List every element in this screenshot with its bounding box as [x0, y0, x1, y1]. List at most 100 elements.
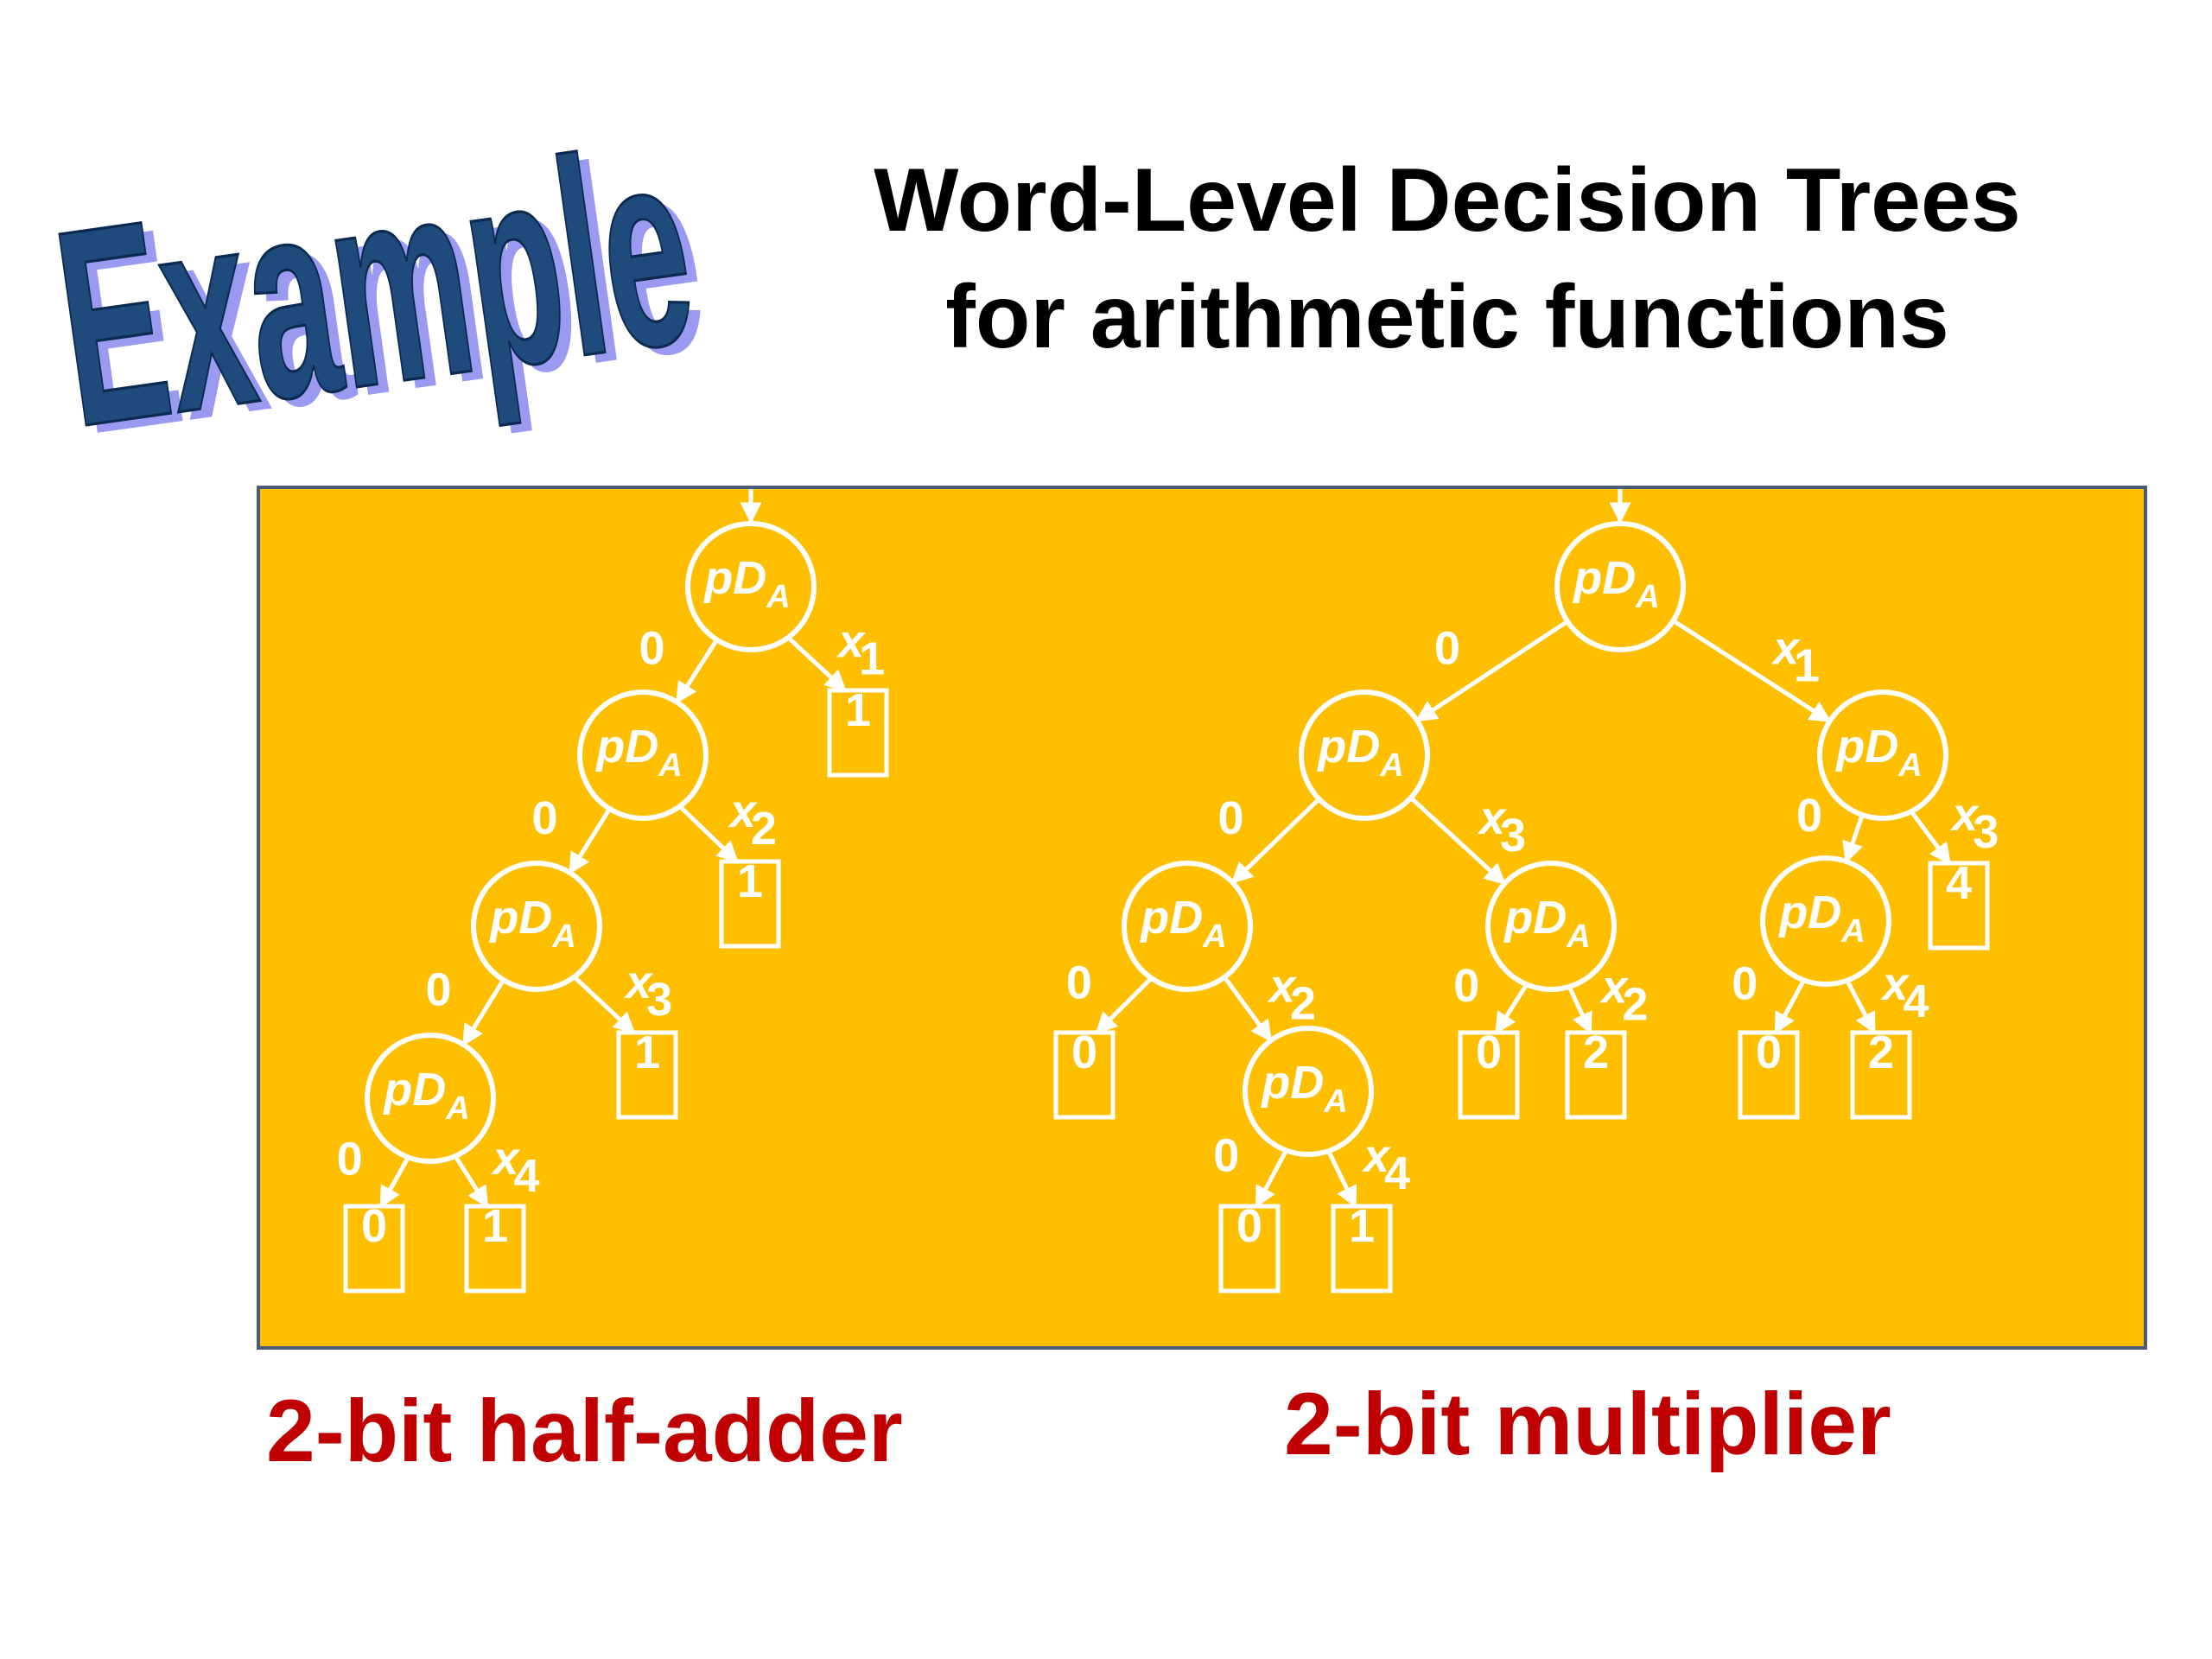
edge-label-zero: 0 — [1434, 623, 1460, 675]
edge-label-variable: x1 — [836, 615, 885, 684]
leaf-value: 4 — [1946, 857, 1972, 909]
edge-label-variable: x1 — [1770, 623, 1820, 692]
example-badge: Example Example — [48, 91, 721, 436]
tree-edge — [461, 978, 505, 1047]
leaf-value: 1 — [737, 855, 763, 907]
edge-label-variable: x2 — [1267, 961, 1316, 1030]
tree-edge — [1223, 976, 1273, 1043]
edge-label-variable: x3 — [1477, 792, 1526, 861]
decision-node: pDA — [1299, 690, 1430, 821]
terminal-leaf: 1 — [464, 1200, 526, 1294]
terminal-leaf: 0 — [343, 1200, 405, 1294]
edge-label-variable: x3 — [623, 957, 672, 1026]
terminal-leaf: 0 — [1738, 1027, 1800, 1120]
node-label: pDA — [1260, 1057, 1347, 1120]
tree-edge — [1773, 979, 1806, 1035]
leaf-value: 2 — [1583, 1027, 1609, 1078]
tree-edge — [568, 807, 612, 875]
terminal-leaf: 1 — [827, 684, 889, 778]
tree-edge — [572, 975, 636, 1034]
tree-edge — [1230, 797, 1321, 885]
decision-node: pDA — [1554, 521, 1686, 652]
edge-label-zero: 0 — [531, 792, 557, 844]
edge-label-variable: x4 — [1879, 958, 1929, 1027]
decision-node: pDA — [1485, 861, 1617, 992]
tree-edge — [1326, 1150, 1357, 1209]
terminal-leaf: 2 — [1565, 1027, 1627, 1120]
decision-node: pDA — [365, 1033, 496, 1164]
leaf-value: 0 — [1236, 1200, 1262, 1252]
edge-label-zero: 0 — [1732, 958, 1758, 1010]
terminal-leaf: 0 — [1218, 1200, 1281, 1294]
node-label: pDA — [488, 892, 575, 955]
tree-edge — [1254, 1149, 1288, 1209]
tree-edge — [1909, 810, 1952, 866]
node-label: pDA — [1316, 721, 1403, 784]
edge-label-zero: 0 — [1217, 792, 1243, 844]
node-label: pDA — [382, 1064, 469, 1127]
decision-node: pDA — [685, 521, 817, 652]
example-badge-text: Example — [48, 91, 709, 436]
tree-edge — [675, 639, 719, 704]
title-line-1: Word-Level Decision Trees — [874, 150, 2021, 251]
terminal-leaf: 1 — [1331, 1200, 1393, 1294]
decision-node: pDA — [1760, 855, 1891, 987]
leaf-value: 2 — [1868, 1027, 1894, 1078]
tree-edge — [1672, 619, 1832, 723]
terminal-leaf: 1 — [616, 1027, 678, 1120]
tree-edge — [1494, 983, 1529, 1035]
edge-label-zero: 0 — [1213, 1130, 1239, 1182]
leaf-value: 0 — [1756, 1027, 1782, 1078]
edge-label-zero: 0 — [425, 964, 451, 1016]
node-label: pDA — [1834, 721, 1922, 784]
leaf-value: 1 — [1349, 1200, 1375, 1252]
tree-edge — [1095, 976, 1154, 1034]
edge-label-zero: 0 — [337, 1134, 363, 1185]
title-line-2: for arithmetic functions — [945, 267, 1949, 367]
tree-edge — [1414, 620, 1569, 722]
node-label: pDA — [702, 552, 790, 615]
tree-edge — [453, 1154, 490, 1209]
decision-node: pDA — [1817, 690, 1948, 821]
tree-edge — [1567, 985, 1593, 1035]
terminal-leaf: 0 — [1458, 1027, 1520, 1120]
edge-label-zero: 0 — [1066, 957, 1092, 1009]
tree-edge — [1409, 796, 1507, 886]
terminal-leaf: 0 — [1053, 1027, 1116, 1120]
decision-node: pDA — [1243, 1026, 1374, 1157]
tree-edge — [786, 636, 847, 692]
edge-label-variable: x4 — [490, 1133, 539, 1202]
edge-label-variable: x2 — [728, 785, 777, 855]
terminal-leaf: 1 — [719, 855, 781, 949]
node-label: pDA — [1503, 892, 1590, 955]
terminal-leaf: 2 — [1850, 1027, 1912, 1120]
tree-edge — [1842, 814, 1865, 864]
edge-label-variable: x4 — [1361, 1130, 1410, 1199]
slide-title: Word-Level Decision Trees for arithmetic… — [691, 143, 2203, 376]
edge-label-zero: 0 — [639, 623, 664, 675]
leaf-value: 1 — [634, 1027, 660, 1078]
caption-half-adder: 2-bit half-adder — [266, 1382, 903, 1480]
decision-node: pDA — [1122, 861, 1253, 992]
tree-edge — [1845, 979, 1877, 1035]
node-label: pDA — [1572, 552, 1659, 615]
leaf-value: 0 — [1476, 1027, 1502, 1078]
leaf-value: 0 — [361, 1200, 387, 1252]
edge-label-zero: 0 — [1796, 790, 1822, 842]
leaf-value: 1 — [845, 684, 871, 736]
decision-node: pDA — [577, 690, 709, 821]
edge-label-variable: x3 — [1949, 789, 1999, 858]
tree-edge — [378, 1156, 410, 1209]
edge-label-variable: x2 — [1599, 961, 1648, 1030]
node-label: pDA — [1139, 892, 1226, 955]
terminal-leaf: 4 — [1928, 857, 1990, 950]
leaf-value: 1 — [482, 1200, 508, 1252]
node-label: pDA — [1777, 887, 1865, 950]
decision-node: pDA — [471, 861, 602, 992]
caption-multiplier: 2-bit multiplier — [1284, 1375, 1891, 1473]
node-label: pDA — [594, 721, 682, 784]
tree-edge — [677, 804, 739, 863]
edge-label-zero: 0 — [1453, 960, 1479, 1012]
